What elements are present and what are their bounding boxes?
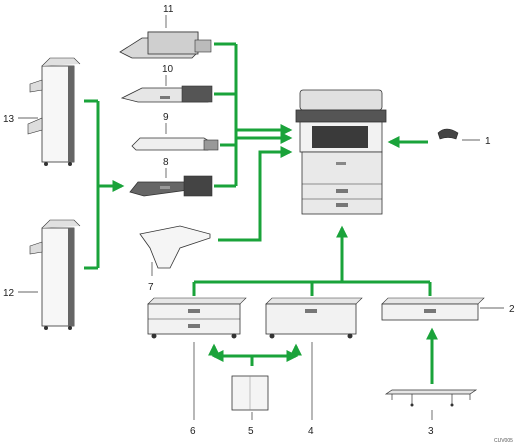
callout-4: 4 bbox=[308, 426, 314, 437]
cabinet-icon bbox=[231, 375, 269, 411]
image-code: CUV005 bbox=[494, 438, 513, 444]
connector-bracket bbox=[192, 280, 432, 296]
paper-tray-icon bbox=[381, 297, 485, 321]
callout-11: 11 bbox=[163, 4, 174, 15]
callout-7: 7 bbox=[148, 282, 154, 293]
booklet-finisher-icon bbox=[27, 57, 81, 166]
handset-icon bbox=[437, 128, 459, 140]
callout-5: 5 bbox=[248, 426, 254, 437]
finisher-icon bbox=[119, 31, 212, 59]
copier-icon bbox=[295, 89, 387, 215]
callout-2: 2 bbox=[509, 304, 515, 315]
paper-tray-icon bbox=[129, 175, 213, 197]
paper-tray-icon bbox=[120, 85, 213, 103]
callout-13: 13 bbox=[3, 114, 15, 125]
output-tray-icon bbox=[139, 225, 211, 269]
connector-bracket bbox=[84, 99, 100, 270]
connector-bracket bbox=[211, 350, 299, 366]
arrow-icon bbox=[218, 146, 293, 242]
caster-table-icon bbox=[384, 389, 478, 407]
callout-6: 6 bbox=[190, 426, 196, 437]
finisher-icon bbox=[29, 219, 81, 330]
paper-tray-icon bbox=[265, 297, 363, 339]
output-tray-icon bbox=[131, 137, 219, 151]
callout-3: 3 bbox=[428, 426, 434, 437]
callout-8: 8 bbox=[163, 157, 169, 168]
connector-bracket bbox=[214, 42, 238, 188]
callout-12: 12 bbox=[3, 288, 15, 299]
paper-tray-icon bbox=[147, 297, 247, 339]
callout-1: 1 bbox=[485, 136, 491, 147]
callout-10: 10 bbox=[162, 64, 174, 75]
callout-9: 9 bbox=[163, 112, 169, 123]
